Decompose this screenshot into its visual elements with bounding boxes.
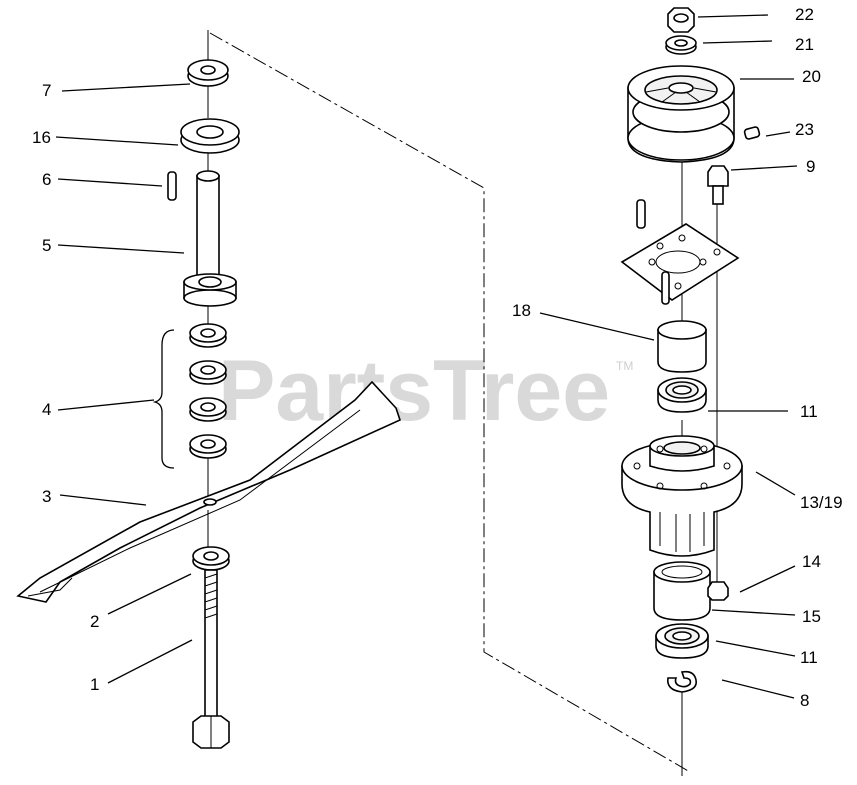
callout-7: 7 [42, 81, 51, 100]
part-18-spacer [657, 320, 707, 373]
leader-lines [55, 14, 798, 699]
callout-8: 8 [800, 691, 809, 710]
part-20-pulley [627, 65, 735, 163]
part-16-spacer-washer [180, 118, 240, 154]
part-23-set-screw [743, 126, 761, 140]
callout-labels: 7 16 6 5 4 3 2 1 22 21 20 23 9 18 11 13/… [32, 5, 843, 710]
part-7-washer [187, 59, 229, 87]
callout-11-lower: 11 [800, 648, 818, 667]
callout-4: 4 [42, 400, 51, 419]
part-1-bolt [192, 569, 230, 749]
part-21-washer [665, 35, 697, 55]
part-2-washer [192, 546, 230, 571]
callout-2: 2 [90, 612, 99, 631]
callout-23: 23 [795, 120, 814, 139]
callout-9: 9 [806, 157, 815, 176]
part-15-spacer [653, 561, 711, 621]
callout-21: 21 [795, 35, 814, 54]
phantom-plane-outline [209, 32, 691, 773]
part-13-19-spindle-housing [621, 435, 743, 557]
part-22-nut [667, 7, 695, 33]
part-11-bearing-upper [657, 377, 707, 413]
callout-13-19: 13/19 [800, 493, 843, 512]
watermark-trademark: TM [616, 359, 633, 373]
callout-15: 15 [802, 607, 821, 626]
part-5-spindle-shaft [183, 170, 237, 307]
part-6-pin [167, 171, 177, 201]
callout-6: 6 [42, 170, 51, 189]
callout-3: 3 [42, 487, 51, 506]
mounting-plate [620, 199, 740, 305]
callout-5: 5 [42, 236, 51, 255]
callout-14: 14 [802, 552, 821, 571]
part-3-blade [16, 380, 401, 603]
part-8-retaining-ring [666, 670, 698, 693]
callout-22: 22 [795, 5, 814, 24]
part-11-bearing-lower [655, 623, 709, 659]
callout-11-upper: 11 [800, 402, 818, 421]
callout-1: 1 [90, 675, 99, 694]
part-9-bolt [707, 165, 729, 205]
callout-16: 16 [32, 128, 51, 147]
part-4-bracket [152, 329, 175, 469]
callout-18: 18 [512, 301, 531, 320]
watermark-text: PartsTree [218, 343, 610, 439]
part-4-shim-washers [189, 323, 227, 459]
callout-20: 20 [802, 67, 821, 86]
part-14-nut [707, 581, 729, 601]
